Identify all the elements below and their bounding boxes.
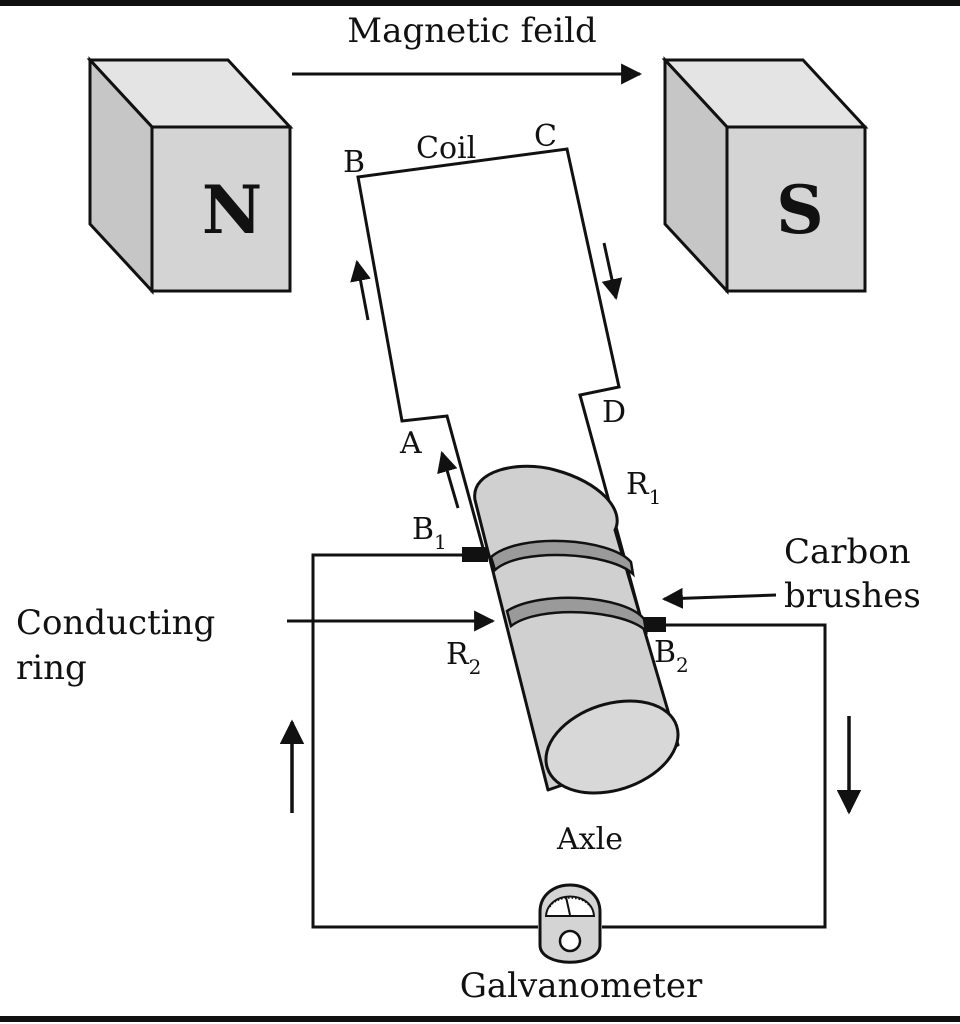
- current-arrow-right-upper: [601, 242, 623, 301]
- ring-r2-label: R2: [446, 637, 481, 679]
- ring-r2-letter: R: [446, 637, 470, 672]
- galvanometer-knob: [558, 929, 582, 953]
- conducting-ring-label-line2: ring: [16, 648, 87, 688]
- south-magnet: S: [661, 56, 869, 295]
- coil-wire: [356, 147, 642, 616]
- circuit-wire-left: [311, 553, 538, 929]
- galvanometer-label: Galvanometer: [460, 966, 703, 1006]
- conducting-ring-label-line1: Conducting: [16, 603, 215, 643]
- carbon-brush-pointer: [661, 587, 777, 609]
- axle-end-face: [544, 699, 680, 795]
- brush-b1-label: B1: [412, 512, 447, 554]
- coil-label: Coil: [416, 131, 476, 166]
- brush-b2-letter: B: [654, 635, 676, 670]
- brush-b2-label: B2: [654, 635, 689, 677]
- ring-r1-label: R1: [626, 467, 661, 509]
- brush-b1-subscript: 1: [434, 530, 447, 554]
- ring-r1-subscript: 1: [649, 485, 662, 509]
- brush-b1-letter: B: [412, 512, 434, 547]
- ring-r2-subscript: 2: [469, 655, 482, 679]
- axle-label: Axle: [556, 822, 623, 857]
- south-pole-label: S: [776, 171, 824, 249]
- carbon-brushes-label-line2: brushes: [784, 576, 921, 616]
- coil-corner-d: D: [602, 395, 626, 430]
- galvanometer-needle: [565, 896, 571, 916]
- north-magnet: N: [86, 56, 294, 295]
- carbon-brush-b1: [462, 547, 488, 562]
- north-pole-label: N: [202, 171, 262, 249]
- galvanometer-dial: [544, 895, 596, 917]
- circuit-wire-right: [602, 623, 827, 929]
- slip-ring-r1: [489, 539, 635, 578]
- brush-b2-subscript: 2: [676, 653, 689, 677]
- current-arrow-left-lower: [437, 450, 460, 509]
- ring-r1-letter: R: [626, 467, 650, 502]
- coil-corner-a: A: [399, 426, 422, 461]
- carbon-brushes-label-line1: Carbon: [784, 532, 911, 572]
- coil-corner-c: C: [534, 119, 557, 154]
- galvanometer: [538, 883, 602, 964]
- coil-corner-b: B: [343, 145, 365, 180]
- current-arrow-left-upper: [350, 259, 371, 321]
- magnetic-field-label: Magnetic feild: [347, 11, 596, 51]
- carbon-brush-b2: [644, 617, 666, 632]
